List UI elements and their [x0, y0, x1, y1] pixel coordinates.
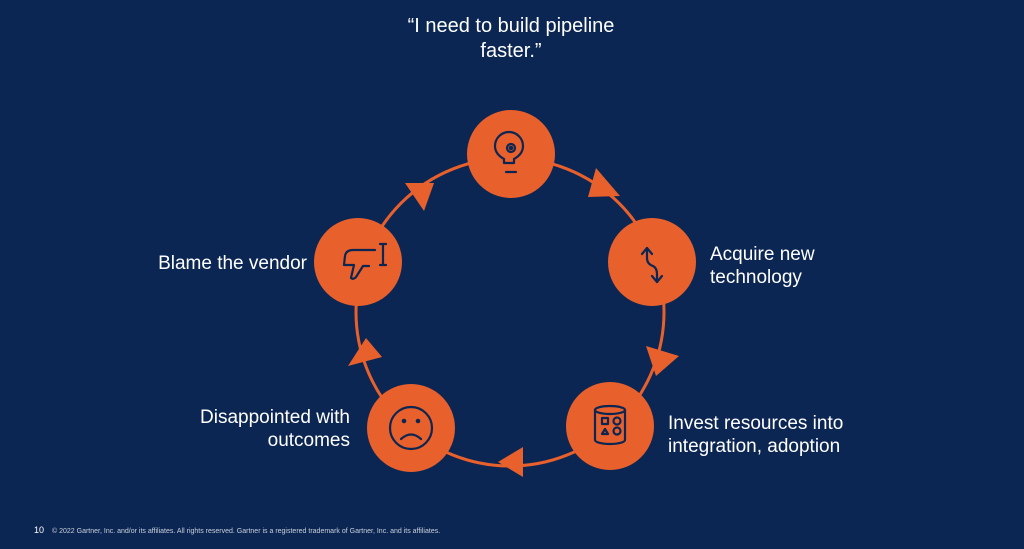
arrow-head — [405, 183, 434, 211]
copyright-text: © 2022 Gartner, Inc. and/or its affiliat… — [52, 528, 441, 535]
node-blame — [314, 218, 402, 306]
footer: 10 © 2022 Gartner, Inc. and/or its affili… — [34, 525, 440, 535]
node-invest — [566, 382, 654, 470]
page-number: 10 — [34, 525, 45, 535]
arrow-head — [588, 168, 620, 197]
arrow-head — [646, 346, 679, 376]
start-quote: “I need to build pipeline faster.” — [407, 15, 615, 62]
step-label-invest: Invest resources into integration, adopt… — [668, 413, 844, 457]
thumbs-down-icon — [342, 242, 388, 280]
node-start — [467, 110, 555, 198]
arrow-head — [498, 447, 523, 477]
node-acquire — [608, 218, 696, 306]
sad-face-icon — [388, 405, 434, 451]
arrow-head — [348, 338, 382, 366]
lightbulb-gear-icon — [493, 130, 525, 174]
step-label-disappointed: Disappointed with outcomes — [200, 407, 350, 451]
step-label-blame: Blame the vendor — [158, 253, 307, 274]
node-disappointed — [367, 384, 455, 472]
database-shapes-icon — [593, 404, 627, 446]
arrows-exchange-icon — [640, 246, 664, 284]
step-label-acquire: Acquire new technology — [710, 244, 815, 288]
